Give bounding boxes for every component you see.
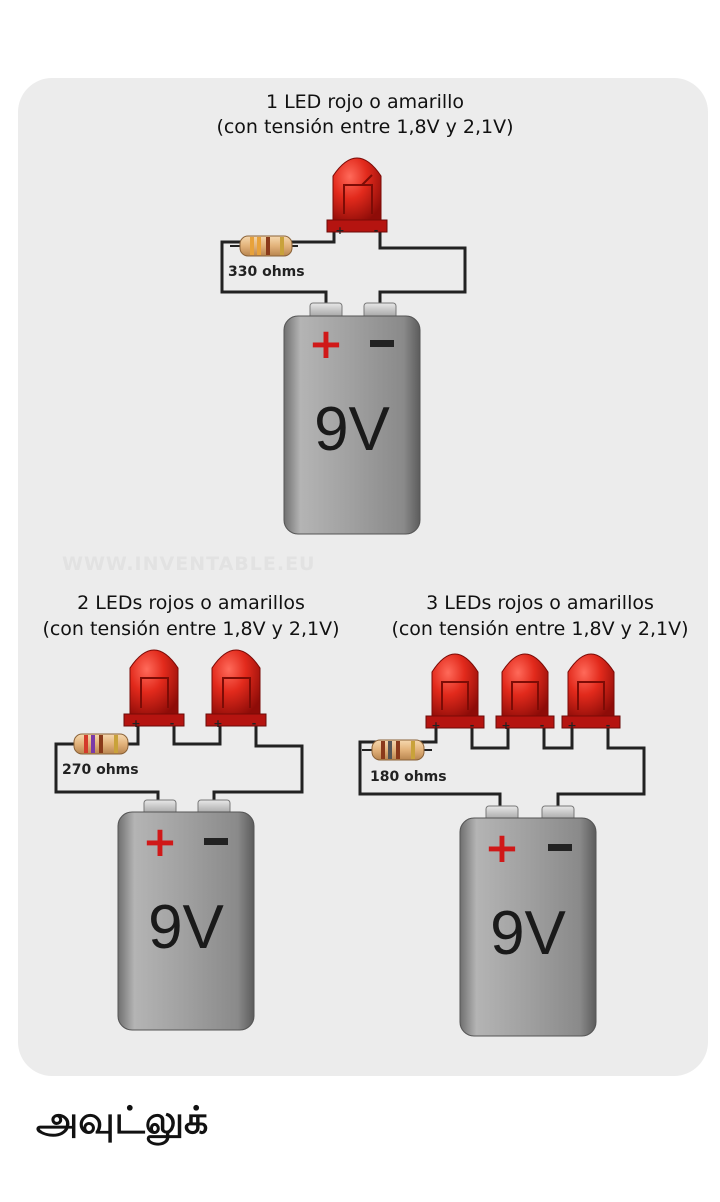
plus-sign-icon: +	[142, 817, 177, 866]
svg-text:+: +	[213, 717, 222, 730]
circuit-2-wire-series	[172, 726, 222, 746]
svg-text:+: +	[131, 717, 140, 730]
svg-text:-: -	[540, 719, 545, 732]
circuit-1-led: + -	[326, 157, 388, 237]
circuit-2-led-2: + -	[205, 649, 267, 730]
circuit-3-battery: + 9V	[459, 805, 597, 1037]
circuit-3-wire-series-1	[470, 726, 510, 750]
circuit-3-led-2: + -	[495, 653, 555, 732]
circuit-3-wire-series-2	[542, 726, 574, 750]
svg-text:+: +	[501, 719, 510, 732]
minus-sign-icon	[370, 340, 394, 347]
circuit-diagram: WWW.INVENTABLE.EU 1 LED rojo o amarillo …	[42, 91, 689, 1037]
circuit-2-subtitle: (con tensión entre 1,8V y 2,1V)	[42, 618, 339, 640]
circuit-3-battery-label: 9V	[490, 899, 566, 968]
svg-text:+: +	[335, 224, 344, 237]
svg-text:-: -	[252, 717, 257, 730]
circuit-1: 1 LED rojo o amarillo (con tensión entre…	[216, 91, 514, 535]
circuit-3-title: 3 LEDs rojos o amarillos	[426, 592, 654, 614]
watermark: WWW.INVENTABLE.EU	[62, 553, 315, 575]
circuit-1-subtitle: (con tensión entre 1,8V y 2,1V)	[216, 116, 513, 138]
circuit-3-subtitle: (con tensión entre 1,8V y 2,1V)	[391, 618, 688, 640]
circuit-3-led-1: + -	[425, 653, 485, 732]
circuit-1-resistor	[230, 235, 298, 257]
svg-text:-: -	[170, 717, 175, 730]
circuit-2: 2 LEDs rojos o amarillos (con tensión en…	[42, 592, 340, 1031]
circuit-2-battery-label: 9V	[148, 893, 224, 962]
circuit-1-resistor-label: 330 ohms	[228, 264, 305, 280]
circuit-3-led-3: + -	[561, 653, 621, 732]
circuit-2-battery: + 9V	[117, 799, 255, 1031]
circuit-2-resistor-label: 270 ohms	[62, 762, 139, 778]
circuit-1-title: 1 LED rojo o amarillo	[266, 91, 464, 113]
plus-sign-icon: +	[308, 319, 343, 368]
svg-text:-: -	[606, 719, 611, 732]
svg-text:-: -	[470, 719, 475, 732]
circuit-2-wire-positive	[54, 726, 160, 806]
svg-text:+: +	[431, 719, 440, 732]
circuit-1-battery-label: 9V	[314, 395, 390, 464]
svg-text:+: +	[567, 719, 576, 732]
circuit-2-wire-negative	[212, 726, 304, 806]
minus-sign-icon	[548, 844, 572, 851]
svg-text:-: -	[374, 224, 379, 237]
circuit-2-resistor	[64, 733, 134, 755]
circuit-3-resistor	[362, 739, 432, 761]
circuit-3-wire-positive	[358, 726, 502, 812]
minus-sign-icon	[204, 838, 228, 845]
circuit-1-battery: + 9V	[283, 302, 421, 535]
footer-caption: அவுட்லுக்	[36, 1098, 209, 1142]
circuit-3-wire-negative	[556, 726, 646, 812]
circuit-2-title: 2 LEDs rojos o amarillos	[77, 592, 305, 614]
plus-sign-icon: +	[484, 823, 519, 872]
circuit-3-resistor-label: 180 ohms	[370, 769, 447, 785]
circuit-1-wire-negative	[378, 232, 467, 308]
circuit-1-wire-positive	[220, 232, 336, 308]
circuit-3: 3 LEDs rojos o amarillos (con tensión en…	[358, 592, 689, 1037]
circuit-2-led-1: + -	[123, 649, 185, 730]
